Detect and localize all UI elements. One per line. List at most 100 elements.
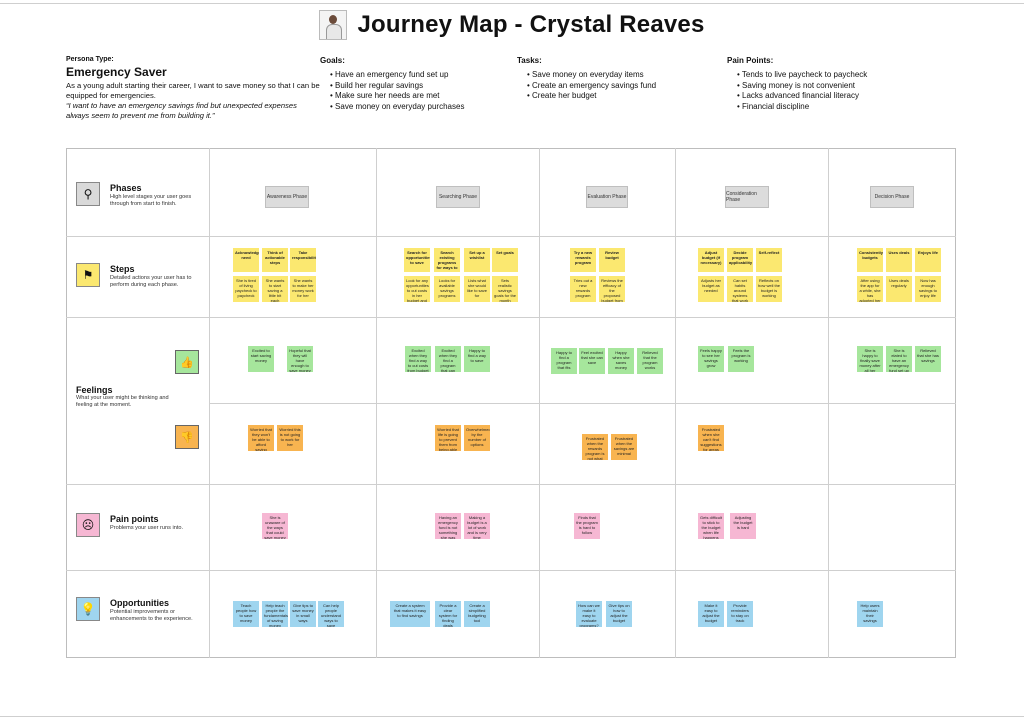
goals-label: Goals:	[320, 56, 345, 65]
page-header: Journey Map - Crystal Reaves	[0, 8, 1024, 42]
negative-feeling-note: Frustrated when the savings are minimal	[611, 434, 637, 460]
step-title-note: Acknowledge need	[233, 248, 259, 272]
opportunity-note: Create a simplified budgeting tool	[464, 601, 490, 627]
list-item: Lacks advanced financial literacy	[737, 91, 867, 102]
pain-point-note: Adjusting the budget is hard	[730, 513, 756, 539]
grid-row-divider	[66, 317, 956, 318]
list-item: Save money on everyday items	[527, 70, 656, 81]
negative-feeling-note: Overwhelmed by the number of options	[464, 425, 490, 451]
row-description: Detailed actions your user has to perfor…	[110, 275, 192, 288]
pain-summary-label: Pain Points:	[727, 56, 774, 65]
positive-feeling-note: Happy when she saves money	[608, 348, 634, 374]
tasks-label: Tasks:	[517, 56, 542, 65]
step-detail-note: She wants to start saving a little bit e…	[262, 276, 288, 302]
step-detail-note: After using the app for a while, she has…	[857, 276, 883, 302]
opportunity-note: Provide reminders to stay on track	[727, 601, 753, 627]
pain-summary-list: Tends to live paycheck to paycheckSaving…	[727, 70, 867, 112]
step-detail-note: Looks for available savings programs	[434, 276, 460, 302]
row-header-feelings: Feelings What your user might be thinkin…	[76, 385, 206, 409]
step-detail-note: Uses deals regularly	[886, 276, 912, 302]
step-detail-note: Reviews the efficacy of the proposed bud…	[599, 276, 625, 302]
step-title-note: Search existing programs for ways to sav…	[434, 248, 460, 272]
list-item: Create an emergency savings fund	[527, 81, 656, 92]
step-title-note: Self-reflect	[756, 248, 782, 272]
step-title-note: Set goals	[492, 248, 518, 272]
list-item: Saving money is not convenient	[737, 81, 867, 92]
positive-feeling-note: Excited when they find a way to cut cost…	[405, 346, 431, 372]
opportunity-note: Give tips to save money in small ways	[290, 601, 316, 627]
row-header-phases: ⚲ Phases High level stages your user goe…	[76, 182, 206, 222]
list-item: Build her regular savings	[330, 81, 464, 92]
positive-feeling-note: Feels the program is working	[728, 346, 754, 372]
negative-feeling-note: Worried that they won't be able to affor…	[248, 425, 274, 451]
step-detail-note: Sets realistic savings goals for the mon…	[492, 276, 518, 302]
persona-type-label: Persona Type:	[66, 56, 114, 63]
page-title: Journey Map - Crystal Reaves	[357, 11, 705, 38]
opportunity-note: Provide a clear system for finding deals	[435, 601, 461, 627]
row-header-steps: ⚑ Steps Detailed actions your user has t…	[76, 263, 206, 303]
step-detail-note: She is tired of living paycheck to paych…	[233, 276, 259, 302]
pain-point-note: Having an emergency fund is not somethin…	[435, 513, 461, 539]
phase-box: Consideration Phase	[725, 186, 769, 208]
step-title-note: Search for opportunities to save	[404, 248, 430, 272]
opportunity-note: Give tips on how to adjust the budget	[606, 601, 632, 627]
positive-feeling-note: Happy to find a program that fits	[551, 348, 577, 374]
step-title-note: Review budget	[599, 248, 625, 272]
negative-feeling-note: Frustrated when she can't find suggestio…	[698, 425, 724, 451]
goals-list: Have an emergency fund set upBuild her r…	[320, 70, 464, 112]
list-item: Have an emergency fund set up	[330, 70, 464, 81]
negative-feeling-note: Worried that life is going to prevent th…	[435, 425, 461, 451]
grid-row-divider	[66, 484, 956, 485]
list-item: Create her budget	[527, 91, 656, 102]
bottom-divider	[0, 716, 1024, 717]
negative-feeling-note: Worried this is not going to work for he…	[277, 425, 303, 451]
step-title-note: Try a new rewards program	[570, 248, 596, 272]
row-description: Potential improvements or enhancements t…	[110, 609, 193, 622]
row-title: Phases	[110, 183, 142, 193]
negative-feeling-note: Frustrated when the rewards program is n…	[582, 434, 608, 460]
persona-name: Emergency Saver	[66, 65, 167, 79]
positive-feeling-note: Excited to start saving money	[248, 346, 274, 372]
opportunity-note: Make it easy to adjust the budget	[698, 601, 724, 627]
frown-face-icon: ☹	[76, 513, 100, 537]
phase-box: Awareness Phase	[265, 186, 309, 208]
tasks-list: Save money on everyday itemsCreate an em…	[517, 70, 656, 102]
step-title-note: Enjoys life	[915, 248, 941, 272]
step-title-note: Adjust budget (if necessary)	[698, 248, 724, 272]
persona-avatar	[319, 10, 348, 40]
positive-feeling-note: Hopeful that they will have enough to sa…	[287, 346, 313, 372]
step-title-note: Take responsibility	[290, 248, 316, 272]
grid-row-divider	[66, 570, 956, 571]
row-header-pain-points: ☹ Pain points Problems your user runs in…	[76, 513, 206, 553]
opportunity-note: Help users maintain their savings	[857, 601, 883, 627]
positive-feeling-note: Happy to find a way to save	[464, 346, 490, 372]
step-detail-note: Look for any opportunities to cut costs …	[404, 276, 430, 302]
step-title-note: Uses deals	[886, 248, 912, 272]
pain-point-note: Making a budget is a lot of work and is …	[464, 513, 490, 539]
step-title-note: Decide program applicability	[727, 248, 753, 272]
pain-point-note: Finds that the program is hard to follow	[574, 513, 600, 539]
row-description: High level stages your user goes through…	[110, 194, 192, 207]
step-detail-note: Can set habits around systems that work	[727, 276, 753, 302]
positive-feeling-note: She is happy to finally save money after…	[857, 346, 883, 372]
top-divider	[0, 3, 1024, 4]
list-item: Tends to live paycheck to paycheck	[737, 70, 867, 81]
row-header-opportunities: 💡 Opportunities Potential improvements o…	[76, 597, 206, 637]
steps-icon: ⚑	[76, 263, 100, 287]
step-detail-note: Reflects on how well the budget is worki…	[756, 276, 782, 302]
positive-feeling-note: Relieved that she has savings	[915, 346, 941, 372]
lightbulb-icon: 💡	[76, 597, 100, 621]
list-item: Make sure her needs are met	[330, 91, 464, 102]
list-item: Financial discipline	[737, 102, 867, 113]
row-title: Pain points	[110, 514, 159, 524]
grid-row-divider	[66, 236, 956, 237]
pain-point-note: She is unaware of the ways that could sa…	[262, 513, 288, 539]
positive-feeling-note: Relieved that the program works	[637, 348, 663, 374]
pain-point-note: Gets difficult to stick to the budget wh…	[698, 513, 724, 539]
step-detail-note: Adjusts her budget as needed	[698, 276, 724, 302]
persona-quote: “I want to have an emergency savings fin…	[66, 101, 297, 120]
thumbs-down-icon: 👎	[175, 425, 199, 449]
opportunity-note: Teach people how to save money	[233, 601, 259, 627]
persona-block: Persona Type: Emergency Saver As a young…	[66, 56, 321, 121]
list-item: Save money on everyday purchases	[330, 102, 464, 113]
